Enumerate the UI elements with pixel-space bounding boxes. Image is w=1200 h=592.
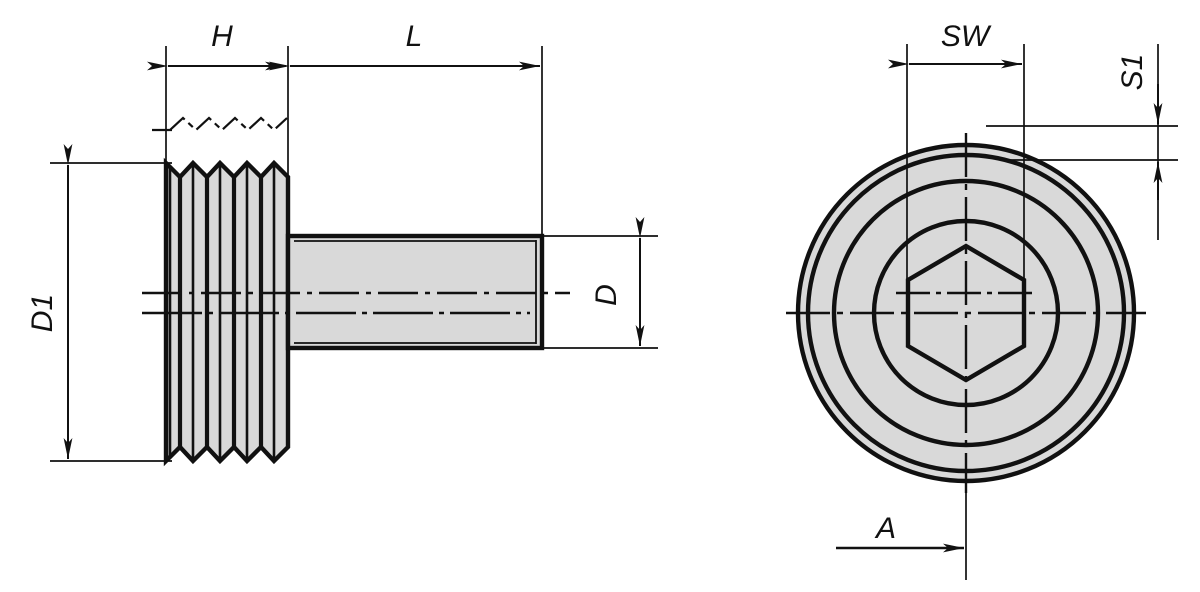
thread-pitch-profile (152, 116, 288, 132)
dimension-L: L (269, 20, 540, 71)
dimension-D: D (590, 217, 645, 346)
dimension-D1: D1 (26, 144, 73, 459)
dimension-S1: S1 (1116, 54, 1163, 200)
end-view-centerlines (786, 133, 1146, 493)
dimension-SW-label: SW (941, 20, 992, 53)
dimension-H-label: H (211, 20, 233, 53)
dimension-D1-label: D1 (26, 294, 59, 332)
dimension-SW: SW (888, 20, 1022, 69)
dimension-D-label: D (590, 284, 623, 306)
side-section-view: H L D1 D (26, 20, 658, 467)
dimension-H: H (147, 20, 286, 71)
left-view-centerline (142, 291, 570, 315)
end-view: SW S1 A (786, 20, 1178, 580)
view-arrow-A: A (836, 512, 964, 553)
end-view-extension-lines (906, 44, 1178, 580)
dimension-S1-label: S1 (1116, 54, 1149, 91)
view-arrow-A-label: A (874, 512, 896, 545)
dimension-L-label: L (406, 20, 423, 53)
